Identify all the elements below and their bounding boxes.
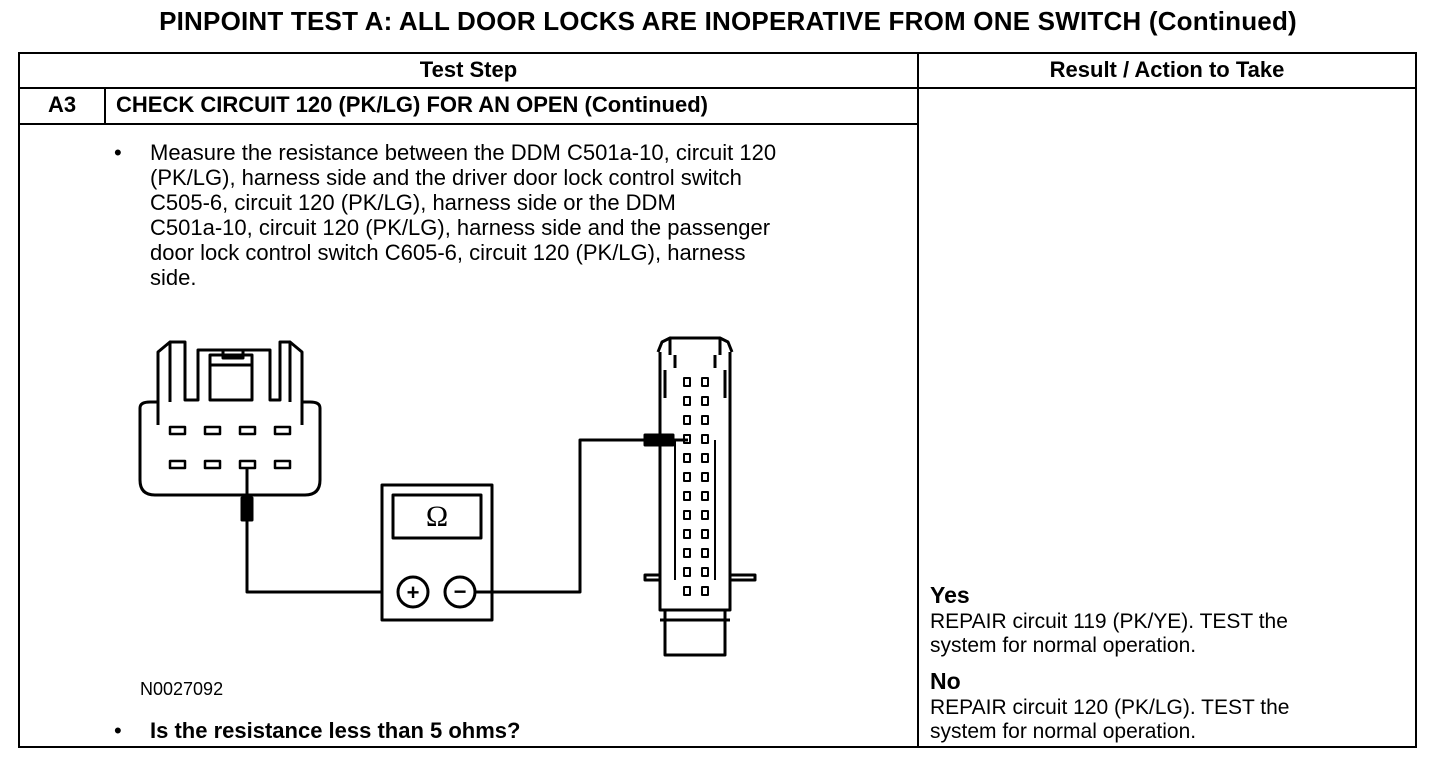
column-divider: [917, 54, 919, 746]
instruction-text: Measure the resistance between the DDM C…: [150, 140, 900, 290]
right-probe-icon: [475, 433, 688, 594]
instruction-line: C505-6, circuit 120 (PK/LG), harness sid…: [150, 190, 676, 215]
bullet-icon: •: [114, 140, 122, 165]
instruction-line: (PK/LG), harness side and the driver doo…: [150, 165, 742, 190]
yes-action: REPAIR circuit 119 (PK/YE). TEST the sys…: [930, 610, 1288, 657]
instruction-line: side.: [150, 265, 197, 290]
yes-label: Yes: [930, 582, 970, 608]
figure-id: N0027092: [140, 679, 224, 699]
plus-terminal-label: +: [407, 580, 420, 605]
step-title: CHECK CIRCUIT 120 (PK/LG) FOR AN OPEN (C…: [116, 92, 708, 117]
ohm-symbol: Ω: [426, 500, 448, 533]
minus-terminal-label: −: [454, 579, 467, 604]
step-id: A3: [47, 92, 77, 117]
instruction-line: C501a-10, circuit 120 (PK/LG), harness s…: [150, 215, 771, 240]
ohmmeter-icon: [380, 483, 494, 622]
step-row-divider: [20, 123, 917, 125]
ddm-terminals: [674, 377, 716, 596]
result-header: Result / Action to Take: [1049, 57, 1285, 82]
question-text: Is the resistance less than 5 ohms?: [150, 718, 521, 743]
instruction-line: Measure the resistance between the DDM C…: [150, 140, 777, 165]
left-probe-icon: [240, 468, 382, 594]
instruction-line: door lock control switch C605-6, circuit…: [150, 240, 746, 265]
page-title: PINPOINT TEST A: ALL DOOR LOCKS ARE INOP…: [159, 6, 1297, 36]
step-id-divider: [104, 89, 106, 123]
test-step-header: Test Step: [419, 57, 518, 82]
no-action: REPAIR circuit 120 (PK/LG). TEST the sys…: [930, 696, 1290, 743]
ddm-connector-icon: [643, 336, 757, 657]
switch-connector-icon: [138, 340, 322, 497]
header-divider: [20, 87, 1415, 89]
bullet-icon: •: [114, 718, 122, 743]
switch-terminals: [168, 425, 292, 470]
connector-ohmmeter-diagram: Ω + −: [138, 336, 757, 657]
no-label: No: [930, 668, 961, 694]
pinpoint-test-table: Test Step Result / Action to Take A3 CHE…: [18, 52, 1417, 748]
